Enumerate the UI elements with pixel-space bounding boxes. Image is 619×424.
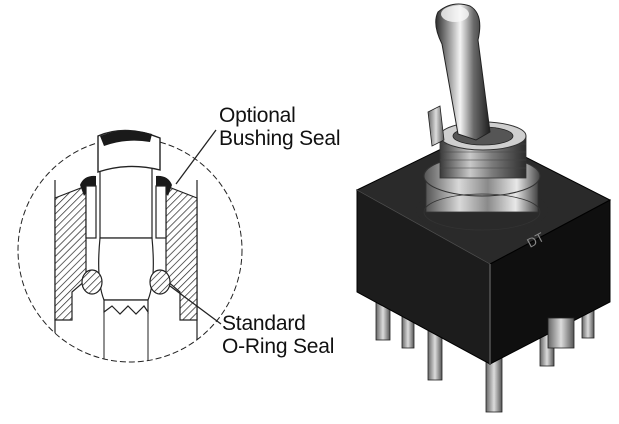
o-ring-seal-leader [169, 285, 222, 325]
body-marking: DT [524, 229, 546, 250]
o-ring-seal-label-line2: O-Ring Seal [222, 335, 335, 358]
locking-tab [427, 105, 445, 147]
bushing-seal-label-line1: Optional [219, 104, 296, 127]
toggle-lever [435, 3, 491, 141]
housing-left-section [54, 185, 87, 321]
bushing-seal-label-line2: Bushing Seal [219, 127, 341, 150]
o-ring-seal-callout: Standard O-Ring Seal [222, 312, 334, 358]
bushing-seal-callout: Optional Bushing Seal [219, 104, 341, 150]
o-ring-seal-label-line1: Standard [222, 312, 306, 335]
mounting-tab [547, 317, 575, 349]
o-ring-right [149, 269, 171, 295]
toggle-switch-photo: DT [355, 3, 612, 413]
o-ring-left [81, 269, 103, 295]
bushing-seal-leader [175, 129, 217, 185]
lever-shaft [99, 159, 153, 239]
lever-ball [98, 237, 154, 301]
cutaway-view [17, 129, 243, 363]
housing-right-section [165, 185, 198, 321]
